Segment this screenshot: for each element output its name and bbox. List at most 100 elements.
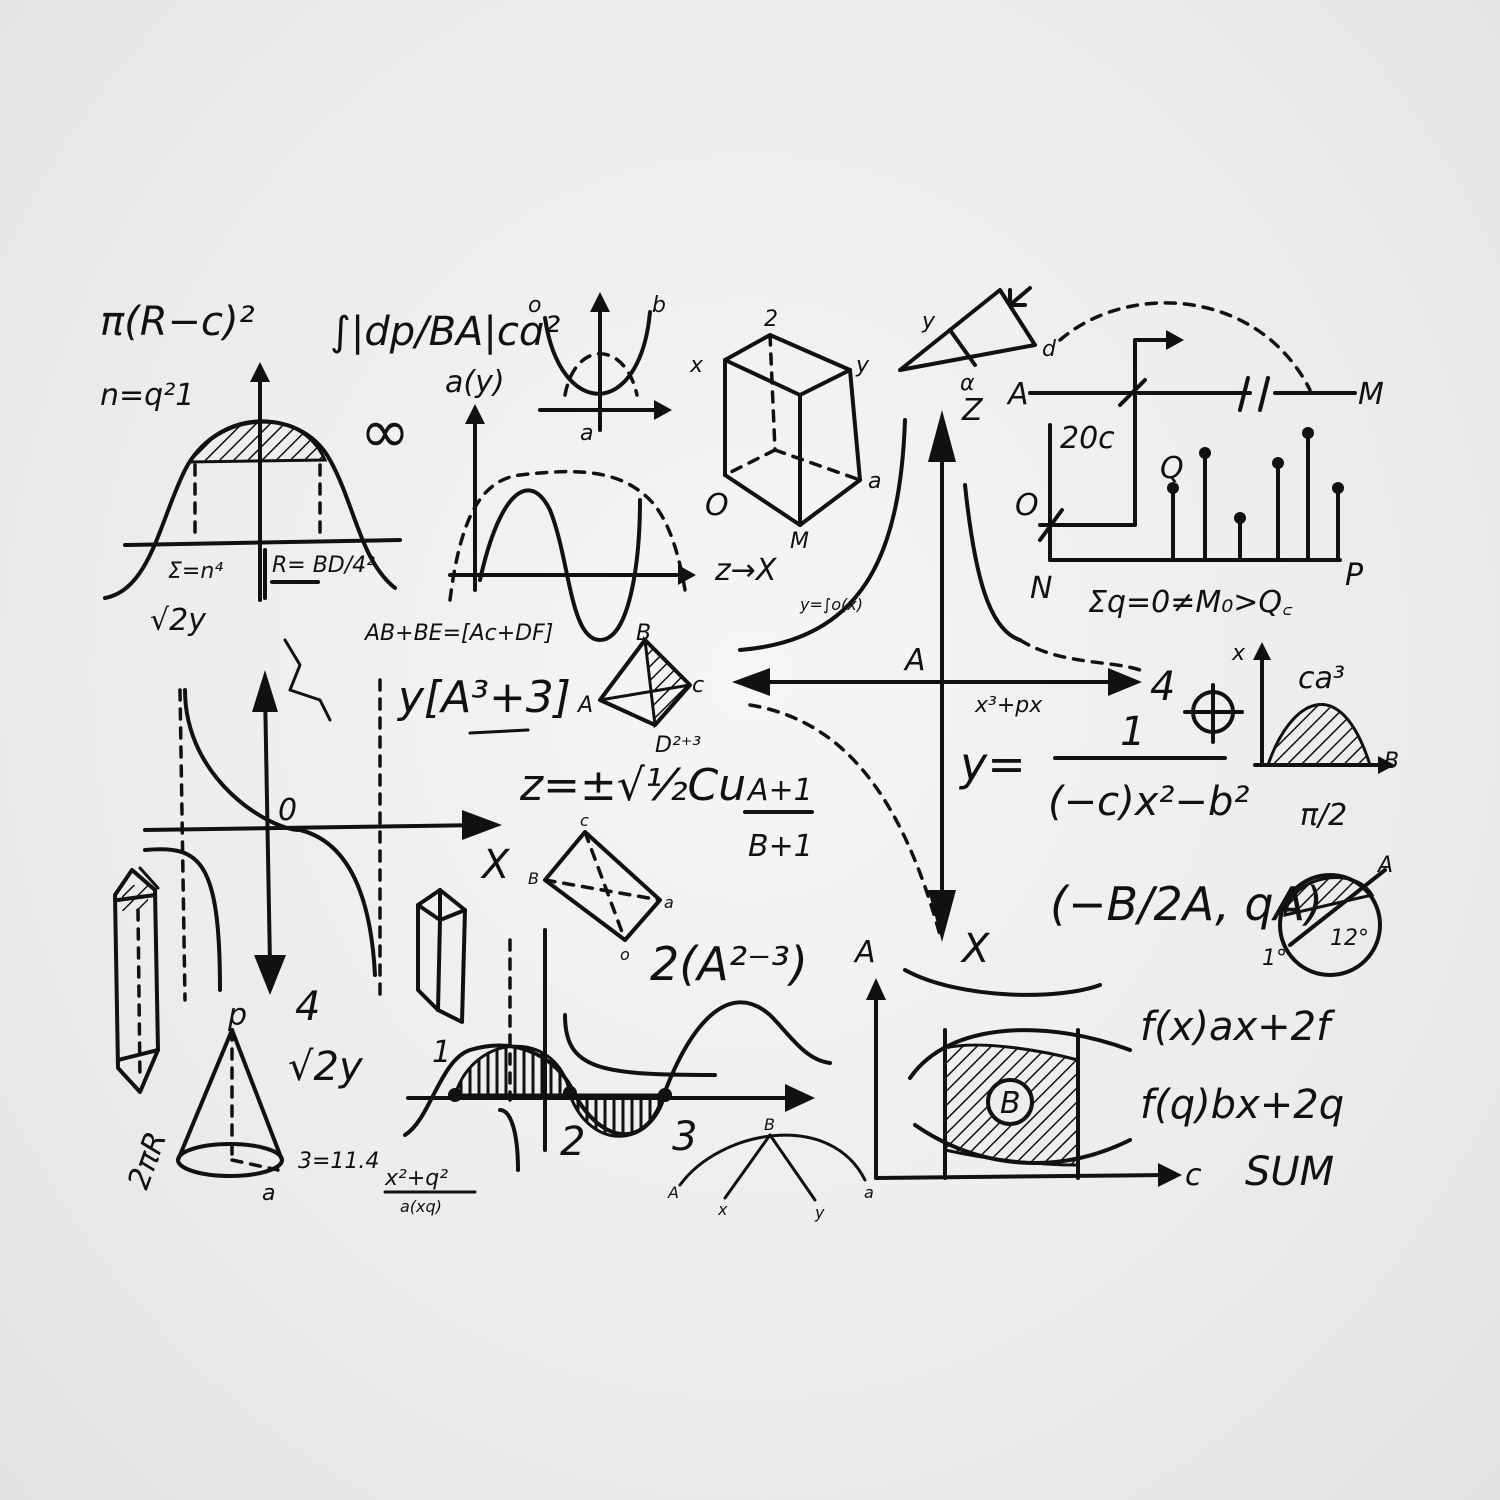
n-formula: n=q²1 [100, 378, 194, 413]
integral-formula: ∫|dp/BA|cɑ² [330, 309, 560, 355]
arc-alpha-label: a [864, 1183, 874, 1202]
left-axes-o-label: 0 [278, 793, 297, 828]
triangle-figure: y d α [898, 286, 1057, 396]
triangle-d-label: d [1042, 337, 1057, 362]
central-a-label: A [903, 643, 926, 678]
prism-figure [416, 888, 467, 1024]
central-y-label: 4 [1150, 664, 1175, 710]
infinity-symbol: ∞ [360, 397, 410, 467]
z-sqrt-denominator: B+1 [748, 829, 813, 864]
triangle-alpha-label: α [960, 371, 975, 396]
cube-x-label: x [689, 353, 704, 378]
left-axes-plot: 0 X 4 [143, 638, 511, 1030]
stem-q-label: Q [1160, 451, 1184, 486]
cube-a-label: a [868, 469, 881, 494]
rect-o-label: o [620, 945, 630, 964]
cone-a-label: a [262, 1181, 275, 1206]
area-graph-plot: B A c [853, 935, 1202, 1193]
parabola-plot: o b a [528, 292, 672, 446]
vertex-formula: (−B/2A, qA) [1050, 877, 1323, 931]
stem-n-label: N [1030, 571, 1052, 606]
crosshair-icon [1183, 683, 1244, 744]
sum-label: SUM [1245, 1149, 1334, 1195]
stem-m-label: M [1358, 377, 1384, 412]
circle-a-label: A [1376, 853, 1393, 878]
arc-a-label: A [667, 1183, 679, 1202]
fx-formula: f(x)ax+2f [1140, 1004, 1336, 1050]
cube-y-label: y [855, 353, 870, 378]
wave-1-label: 1 [432, 1035, 451, 1070]
small-hatched-plot: x B ca³ π/2 [1231, 641, 1399, 833]
cube-2-label: 2 [764, 307, 778, 332]
circle-12c-label: 12° [1330, 926, 1369, 951]
stem-plot: A M O N P Q 20c Σq=0≠M₀>Q꜀ [1006, 301, 1384, 620]
arc-y-label: y [814, 1203, 825, 1222]
crystal-figure [113, 866, 160, 1094]
two-a-formula: 2(A²⁻³) [650, 937, 808, 991]
left-axes-x-label: X [480, 842, 511, 888]
wave-2-label: 2 [560, 1119, 585, 1165]
pyramid-c-label: c [692, 673, 704, 698]
arc-x-label: x [717, 1200, 728, 1219]
left-axes-y-label: 4 [295, 984, 320, 1030]
circle-segment-figure: A 12° 1° [1262, 853, 1393, 977]
rect-c-label: c [580, 811, 589, 830]
central-z-label: Z [961, 393, 984, 428]
rect-a-label: a [664, 893, 674, 912]
fraction-numerator: 1 [1120, 709, 1145, 755]
pyramid-d-label: D²⁺³ [655, 733, 701, 758]
z-sqrt-formula: z=±√½Cu [519, 760, 746, 811]
pyramid-figure: A B c D²⁺³ [576, 621, 704, 758]
cube-o-label: O [705, 488, 729, 523]
three-eq-label: 3=11.4 [298, 1149, 379, 1174]
cube-m-label: M [790, 529, 809, 554]
two-pi-r-label: 2πR [121, 1127, 174, 1193]
pi-formula: π(R−c)² [100, 299, 255, 345]
central-x-label: X [960, 926, 991, 972]
central-axes-plot: Z A 4 X x³+px y=∫o(x) [732, 393, 1175, 972]
area-c-label: c [1185, 1158, 1202, 1193]
fq-formula: f(q)bx+2q [1140, 1082, 1344, 1128]
central-x3px-label: x³+px [974, 693, 1043, 718]
cone-p-label: p [227, 998, 247, 1033]
stem-o-label: O [1015, 488, 1039, 523]
sqrt-y-formula: √2y [288, 1044, 364, 1090]
circle-1c-label: 1° [1262, 946, 1287, 971]
area-b-label: B [1000, 1086, 1021, 1121]
tilted-rectangle-figure: c B a o [528, 811, 674, 964]
bell-sum-label: Σ=n⁴ [168, 559, 223, 584]
area-a-label: A [853, 935, 876, 970]
small-plot-x-label: x [1231, 641, 1246, 666]
sine-y-label: a(y) [445, 365, 505, 400]
cube-figure: 2 x y a O M [689, 307, 881, 554]
pyramid-a-label: A [576, 693, 593, 718]
ab-be-formula: AB+BE=[Ac+DF] [363, 621, 553, 646]
parabola-o-label: o [528, 293, 541, 318]
triangle-y-label: y [921, 309, 936, 334]
small-plot-b-label: B [1384, 749, 1399, 774]
sqrt-fraction-numerator: x²+q² [384, 1166, 448, 1191]
cone-figure: p a 2πR 3=11.4 [121, 998, 379, 1206]
wave-3-label: 3 [672, 1114, 697, 1160]
y-integral-label: y=∫o(x) [799, 595, 863, 614]
stem-p-label: P [1345, 558, 1364, 593]
y-a3-formula: y[A³+3] [396, 672, 571, 723]
rect-b-label: B [528, 869, 539, 888]
fraction-denominator: (−c)x²−b² [1048, 779, 1249, 825]
z-sqrt-numerator: A+1 [746, 773, 813, 808]
bell-r-label: R= BD/4² [272, 553, 375, 578]
pyramid-b-label: B [636, 621, 651, 646]
stem-sigma-formula: Σq=0≠M₀>Q꜀ [1088, 585, 1293, 620]
sqrt-fraction-denominator: a(xq) [400, 1197, 442, 1216]
y-a3-arrow [468, 728, 530, 735]
bell-sqrt-label: √2y [150, 603, 207, 638]
bottom-wave-plot: 1 2 3 [403, 928, 832, 1172]
small-plot-ca3-label: ca³ [1298, 661, 1345, 696]
z-to-x-label: z→X [714, 553, 778, 588]
stem-20c-label: 20c [1060, 421, 1115, 456]
bell-curve-plot: Σ=n⁴ R= BD/4² √2y [103, 362, 402, 638]
sine-wave-plot: a(y) [445, 365, 696, 642]
stem-a-label: A [1006, 377, 1029, 412]
arc-ray-figure: B A x y a [667, 1115, 874, 1222]
